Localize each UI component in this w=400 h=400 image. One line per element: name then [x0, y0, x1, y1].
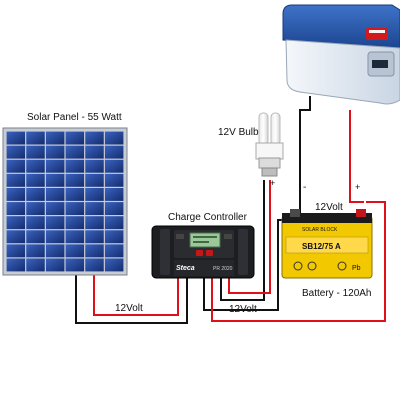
solar-cell: [26, 131, 45, 145]
cool-box: [282, 4, 400, 105]
solar-cell: [104, 202, 124, 215]
solar-cell: [85, 131, 104, 145]
battery: [281, 209, 373, 279]
solar-cell: [65, 258, 85, 272]
solar-cell: [65, 173, 85, 187]
solar-cell: [104, 188, 124, 201]
solar-cell: [6, 230, 26, 244]
solar-cell: [6, 173, 26, 187]
solar-cell: [45, 202, 65, 215]
bulb-label: 12V Bulb: [218, 127, 259, 138]
solar-cell: [104, 173, 124, 187]
battery-label: Battery - 120Ah: [302, 288, 371, 299]
solar-cell: [26, 202, 45, 215]
solar-cell: [6, 145, 26, 159]
battery-model: SB12/75 A: [302, 242, 341, 251]
solar-cell: [26, 173, 45, 187]
solar-cell: [85, 244, 104, 258]
solar-cell: [6, 244, 26, 258]
solar-cell: [26, 188, 45, 201]
solar-cell: [6, 159, 26, 173]
solar-cell: [65, 131, 85, 145]
bulb: [255, 112, 284, 177]
solar-cell: [45, 258, 65, 272]
solar-cell: [26, 159, 45, 173]
solar-cell: [104, 230, 124, 244]
solar-cell: [26, 230, 45, 244]
wire-fridge-negative: [299, 96, 311, 220]
solar-cell: [65, 202, 85, 215]
solar-cell: [45, 145, 65, 159]
fridge-minus-label: -: [303, 182, 306, 193]
wire-bulb-positive: [228, 180, 271, 294]
solar-cell: [45, 188, 65, 201]
solar-cell: [104, 216, 124, 230]
wire-fridge-positive: [349, 110, 364, 203]
wire-label-bulb: 12Volt: [229, 304, 257, 315]
solar-cell: [104, 145, 124, 159]
solar-cell: [104, 159, 124, 173]
fridge-plus-label: +: [355, 182, 360, 192]
wire-bulb-negative: [220, 180, 265, 301]
solar-cell: [65, 216, 85, 230]
solar-cell: [26, 244, 45, 258]
solar-cell: [65, 230, 85, 244]
solar-cell: [85, 173, 104, 187]
solar-cell: [26, 216, 45, 230]
wire-label-panel: 12Volt: [115, 303, 143, 314]
solar-cell: [85, 159, 104, 173]
solar-cell: [85, 202, 104, 215]
solar-cell: [6, 216, 26, 230]
solar-cell: [65, 188, 85, 201]
solar-cell: [85, 258, 104, 272]
charge-controller: [151, 225, 255, 279]
solar-cell: [65, 159, 85, 173]
battery-brand: SOLAR BLOCK: [302, 227, 338, 233]
controller-brand: Steca: [176, 265, 195, 272]
controller-label: Charge Controller: [168, 212, 248, 223]
solar-cell: [45, 244, 65, 258]
solar-cell: [104, 131, 124, 145]
solar-cell: [45, 230, 65, 244]
solar-cell: [85, 216, 104, 230]
solar-cell: [45, 159, 65, 173]
solar-panel-label: Solar Panel - 55 Watt: [27, 112, 122, 123]
solar-cell: [65, 145, 85, 159]
solar-cell: [85, 188, 104, 201]
solar-cell: [26, 145, 45, 159]
solar-cell: [45, 216, 65, 230]
controller-model: PR 2020: [213, 266, 233, 272]
wire-label-battery: 12Volt: [315, 202, 343, 213]
solar-cell: [6, 188, 26, 201]
solar-cell: [104, 244, 124, 258]
solar-cell: [6, 131, 26, 145]
solar-cell: [45, 131, 65, 145]
wire-battery-positive: [211, 201, 386, 322]
solar-cell: [26, 258, 45, 272]
bulb-plus-label: +: [270, 178, 275, 188]
solar-cell: [45, 173, 65, 187]
wiring: [75, 96, 386, 324]
battery-pb: Pb: [352, 265, 361, 272]
solar-panel: [2, 127, 128, 276]
solar-cells: [6, 131, 124, 272]
wire-panel-positive: [93, 272, 179, 316]
wire-panel-negative: [75, 272, 188, 324]
solar-cell: [6, 202, 26, 215]
solar-cell: [104, 258, 124, 272]
solar-cell: [85, 230, 104, 244]
solar-cell: [6, 258, 26, 272]
solar-cell: [65, 244, 85, 258]
solar-cell: [85, 145, 104, 159]
